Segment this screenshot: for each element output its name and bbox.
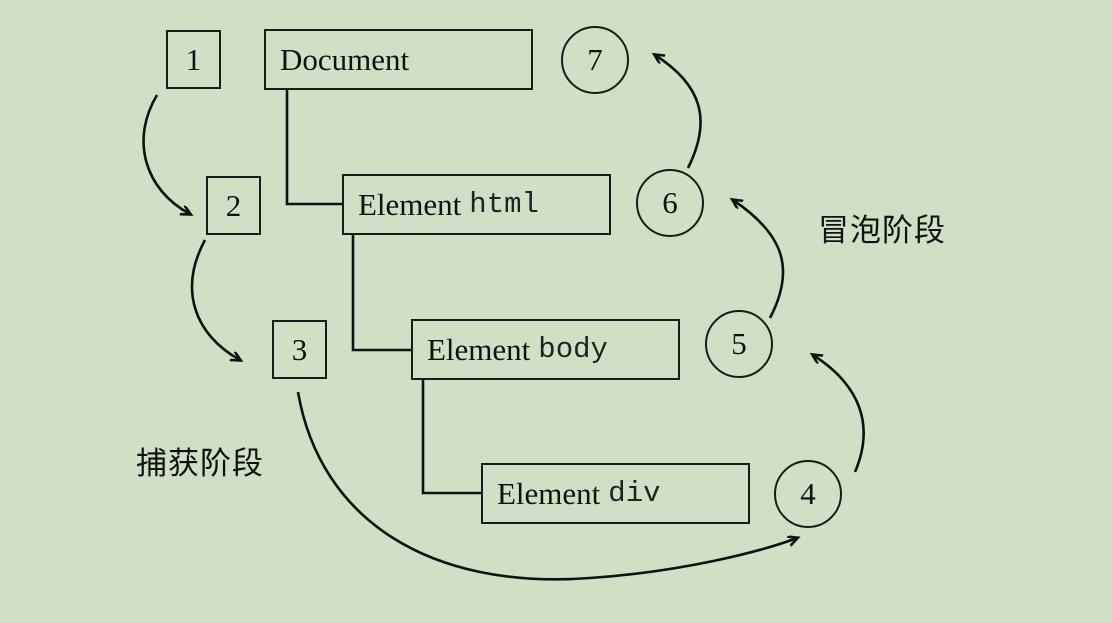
capture-phase-label: 捕获阶段: [136, 446, 264, 482]
bubble-step-7: 7: [561, 26, 629, 94]
node-body-label: Element: [427, 331, 531, 367]
capture-step-2: 2: [206, 176, 261, 235]
node-html-tag: html: [469, 188, 539, 221]
bubble-step-7-label: 7: [587, 42, 603, 77]
node-document-label: Document: [280, 41, 410, 77]
node-body: Element body: [411, 319, 680, 380]
capture-arrow-2-3: [190, 239, 240, 360]
bubble-arrow-6-7: [655, 55, 702, 169]
node-html: Element html: [342, 174, 611, 235]
bubble-arrow-4-5: [813, 355, 865, 473]
tree-line-body-div: [421, 379, 481, 495]
bubble-step-6-label: 6: [662, 185, 678, 220]
node-document: Document: [264, 29, 533, 90]
bubble-step-6: 6: [636, 169, 704, 237]
node-div-tag: div: [608, 477, 661, 510]
capture-arrow-3-4: [296, 391, 797, 581]
bubble-step-4: 4: [774, 460, 842, 528]
capture-arrow-1-2: [142, 94, 190, 214]
capture-step-3-label: 3: [291, 331, 308, 367]
node-html-label: Element: [358, 186, 462, 222]
node-div: Element div: [481, 463, 750, 524]
bubble-step-5-label: 5: [731, 326, 747, 361]
node-div-label: Element: [497, 475, 601, 511]
capture-step-3: 3: [272, 320, 327, 379]
tree-line-document-html: [285, 90, 342, 206]
node-body-tag: body: [538, 333, 608, 366]
tree-line-html-body: [351, 234, 411, 352]
capture-step-1-label: 1: [185, 41, 202, 77]
bubble-step-4-label: 4: [800, 476, 816, 511]
bubble-step-5: 5: [705, 310, 773, 378]
capture-step-2-label: 2: [225, 187, 242, 223]
capture-step-1: 1: [166, 30, 221, 89]
bubble-phase-label: 冒泡阶段: [818, 213, 946, 249]
bubble-arrow-5-6: [733, 200, 785, 319]
